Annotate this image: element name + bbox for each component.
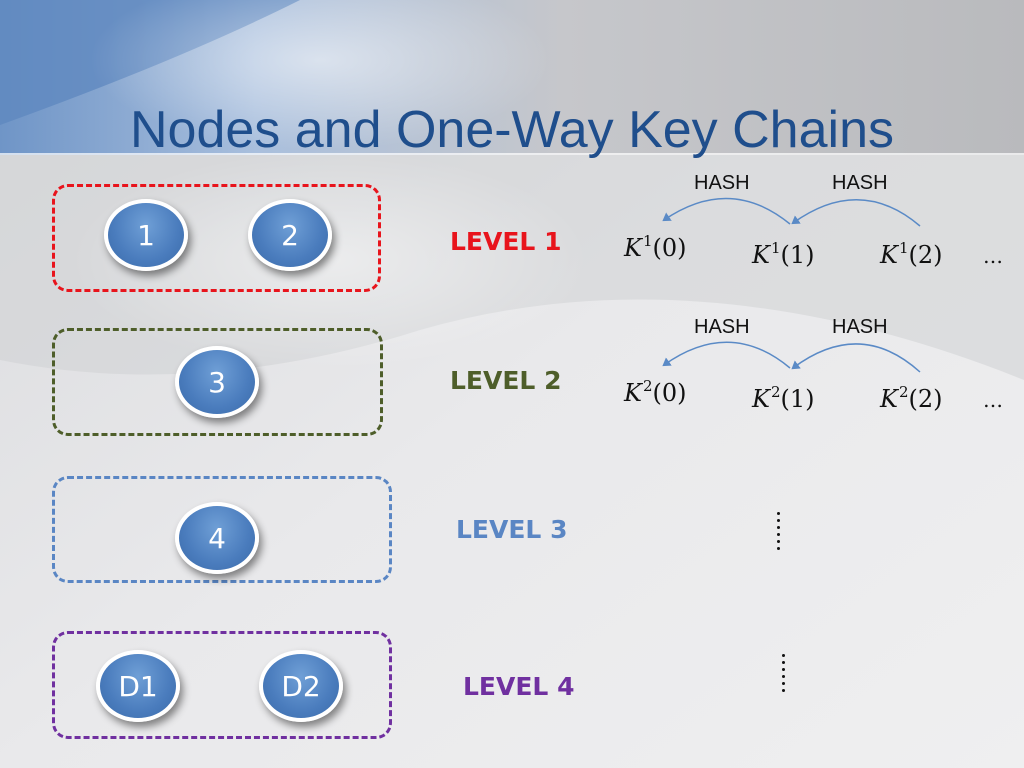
key-base: K <box>880 241 898 269</box>
key-k2-0: K2(0) <box>624 377 686 407</box>
level-2-group <box>52 328 383 436</box>
level-2-label: LEVEL 2 <box>450 366 562 395</box>
node-3[interactable]: 3 <box>175 346 259 418</box>
key-base: K <box>880 385 898 413</box>
key-arg: (0) <box>652 379 687 407</box>
slide-title: Nodes and One-Way Key Chains <box>129 101 894 159</box>
level-3-label: LEVEL 3 <box>456 515 568 544</box>
level-4-label: LEVEL 4 <box>463 672 575 701</box>
hash-label: HASH <box>832 316 888 338</box>
key-arg: (1) <box>780 241 815 269</box>
vertical-ellipsis-level-4 <box>782 654 786 696</box>
hash-label: HASH <box>832 172 888 194</box>
hash-label: HASH <box>694 172 750 194</box>
key-sup: 1 <box>898 239 909 257</box>
key-arg: (2) <box>908 241 943 269</box>
level-3-group <box>52 476 392 583</box>
chain-ellipsis: … <box>983 244 1003 268</box>
level-1-group <box>52 184 381 292</box>
node-d2[interactable]: D2 <box>259 650 343 722</box>
key-sup: 2 <box>770 383 781 401</box>
key-sup: 1 <box>770 239 781 257</box>
key-k1-2: K1(2) <box>880 239 942 269</box>
key-base: K <box>752 385 770 413</box>
key-base: K <box>752 241 770 269</box>
key-k1-1: K1(1) <box>752 239 814 269</box>
node-4[interactable]: 4 <box>175 502 259 574</box>
key-k2-2: K2(2) <box>880 383 942 413</box>
key-k2-1: K2(1) <box>752 383 814 413</box>
key-sup: 2 <box>898 383 909 401</box>
hash-arrow-1-1 <box>662 197 791 225</box>
level-1-label: LEVEL 1 <box>450 227 562 256</box>
key-sup: 1 <box>642 232 653 250</box>
key-base: K <box>624 234 642 262</box>
node-d1[interactable]: D1 <box>96 650 180 722</box>
hash-label: HASH <box>694 316 750 338</box>
node-2[interactable]: 2 <box>248 199 332 271</box>
key-k1-0: K1(0) <box>624 232 686 262</box>
chain-ellipsis: … <box>983 388 1003 412</box>
node-1[interactable]: 1 <box>104 199 188 271</box>
hash-arrow-2-1 <box>662 341 791 369</box>
hash-arrow-2-2 <box>791 343 921 373</box>
key-arg: (1) <box>780 385 815 413</box>
key-arg: (0) <box>652 234 687 262</box>
vertical-ellipsis-level-3 <box>777 512 781 554</box>
key-base: K <box>624 379 642 407</box>
key-sup: 2 <box>642 377 653 395</box>
level-4-group <box>52 631 392 739</box>
hash-arrow-1-2 <box>791 199 921 227</box>
key-arg: (2) <box>908 385 943 413</box>
